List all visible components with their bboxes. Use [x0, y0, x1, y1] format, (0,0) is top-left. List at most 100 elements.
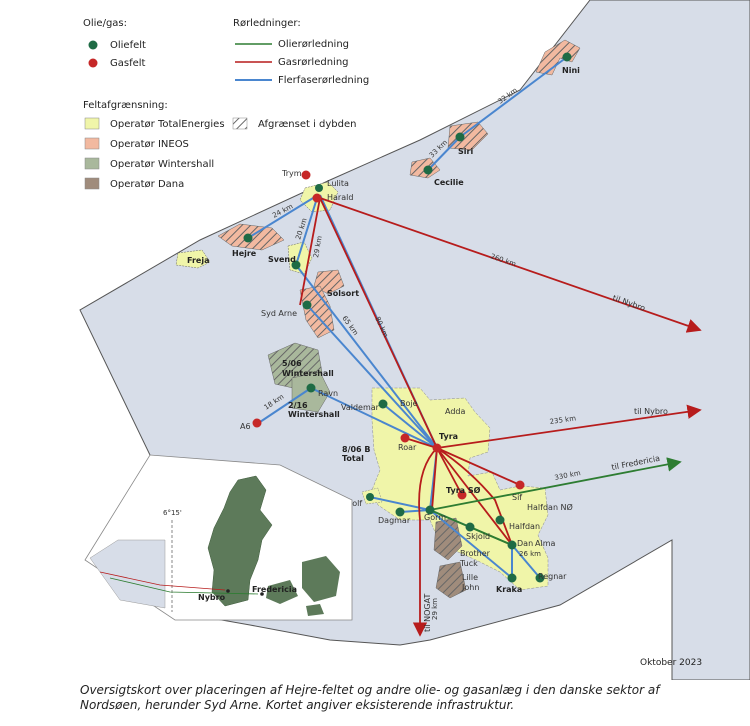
pipe-dan-regnar [511, 544, 541, 579]
inset-jutland [207, 475, 273, 607]
label-dan: Dan [517, 539, 533, 548]
label-cecilie: Cecilie [434, 178, 464, 187]
inset-fredericia-dot [260, 592, 264, 596]
legend-oil-pipe: Olierørledning [278, 39, 349, 50]
inset-oil-line [109, 577, 259, 595]
dir-nogat: til NOGAT [423, 594, 432, 632]
pipe-hejre-harald [247, 194, 319, 239]
pipe-tyra-halfdan [436, 447, 521, 486]
label-syd-arne: Syd Arne [261, 309, 297, 318]
label-tyra: Tyra [439, 432, 458, 441]
pipe-tyra-dan-2 [436, 447, 513, 546]
pipe-tyra-dan [436, 447, 513, 546]
pipe-a6-216 [259, 387, 312, 423]
label-806: 8/06 B [342, 445, 371, 454]
marker-halfdan-no [515, 480, 525, 490]
marker-a6 [252, 418, 262, 428]
legend-oliefelt: Oliefelt [110, 40, 146, 51]
label-tuck: Tuck [459, 559, 478, 568]
field-solsort-hatch [314, 270, 344, 294]
pipe-216-tyra [310, 387, 438, 449]
inset-lon-label: 6°15' [163, 509, 182, 517]
pipe-harald-tyra-gas [319, 197, 438, 449]
inset-fredericia-label: Fredericia [252, 585, 297, 594]
label-nini: Nini [562, 66, 580, 75]
legend: Olie/gas: Oliefelt Gasfelt Rørledninger:… [83, 18, 369, 190]
field-nini-hatch [536, 40, 580, 75]
label-kraka: Kraka [496, 585, 522, 594]
marker-kraka [507, 573, 517, 583]
pipe-skjold-dan [469, 526, 513, 546]
pipe-svend-harald [295, 194, 319, 266]
label-alma: Alma [535, 539, 555, 548]
field-siri-hatch [448, 122, 488, 150]
pipe-gorm-tyra-gas [431, 447, 438, 511]
legend-op-total: Operatør TotalEnergies [110, 119, 225, 130]
label-skjold: Skjold [466, 532, 490, 541]
inset-funen [266, 580, 298, 604]
pipe-sydarne-tyra [306, 304, 438, 449]
dist-sydarne-harald: 29 km [312, 235, 324, 258]
marker-svend [291, 260, 301, 270]
marker-roar [400, 433, 410, 443]
legend-op-dana: Operatør Dana [110, 179, 184, 190]
label-dagmar: Dagmar [378, 516, 411, 525]
marker-skjold [465, 522, 475, 532]
legend-gas-pipe: Gasrørledning [278, 57, 349, 68]
label-halfdan: Halfdan [509, 522, 540, 531]
inset-map-denmark: 6°15' Nybro Fredericia [84, 454, 353, 621]
label-svend: Svend [268, 255, 296, 264]
label-siri: Siri [458, 147, 473, 156]
label-freja: Freja [187, 256, 209, 265]
dana-legend-swatch [84, 177, 100, 190]
pipe-harald-sydarne-gas [299, 197, 321, 306]
marker-valdemar [378, 399, 388, 409]
oil-gas-map: Olie/gas: Oliefelt Gasfelt Rørledninger:… [79, 0, 750, 680]
marker-cecilie [423, 165, 433, 175]
label-trym: Trym [281, 169, 302, 178]
label-ravn: Ravn [318, 389, 338, 398]
legend-op-ineos: Operatør INEOS [110, 139, 189, 150]
label-506-op: Wintershall [282, 369, 334, 378]
inset-nybro-dot [226, 589, 230, 593]
label-a6: A6 [240, 422, 251, 431]
pipe-tyra-nogat [412, 447, 438, 637]
label-rolf: Rolf [347, 499, 362, 508]
inset-sea-area [89, 539, 166, 609]
label-solsort: Solsort [327, 289, 359, 298]
legend-multi-pipe: Flerfaserørledning [278, 75, 369, 86]
label-regnar: Regnar [538, 572, 567, 581]
label-216-op: Wintershall [288, 410, 340, 419]
marker-syd-arne [302, 300, 312, 310]
label-roar: Roar [398, 443, 417, 452]
legend-op-wintershall: Operatør Wintershall [110, 159, 214, 170]
marker-halfdan [495, 515, 505, 525]
oilfield-legend-marker [88, 40, 98, 50]
marker-tyra [432, 443, 442, 453]
legend-olie-gas-title: Olie/gas: [83, 18, 127, 29]
field-brother-tuck-hatch [434, 518, 462, 560]
pipe-harald-nybro [319, 197, 702, 333]
pipe-valdemar-tyra [382, 403, 438, 449]
inset-zealand [302, 556, 340, 602]
dist-nogat: 29 km [431, 598, 439, 620]
label-brother: Brother [460, 549, 491, 558]
legend-boundary-title: Feltafgrænsning: [83, 100, 168, 111]
map-caption: Oversigtskort over placeringen af Hejre-… [80, 683, 660, 712]
map-date: Oktober 2023 [640, 658, 703, 668]
label-valdemar: Valdemar [341, 403, 380, 412]
inset-islands [306, 604, 324, 616]
marker-dan [507, 540, 517, 550]
pipe-tyra-nybro [436, 404, 702, 449]
pipe-dagmar-gorm [399, 509, 431, 513]
inset-nybro-label: Nybro [198, 593, 226, 602]
label-gorm: Gorm [424, 513, 446, 522]
wintershall-legend-swatch [84, 157, 100, 170]
field-freja-area [175, 249, 211, 269]
label-lulita: Lulita [327, 179, 349, 188]
pipe-gorm-fredericia [429, 457, 682, 511]
dir-nybro-2: til Nybro [634, 407, 668, 416]
marker-216 [306, 383, 316, 393]
gas-pipelines [299, 197, 702, 637]
marker-tyra-so [457, 490, 467, 500]
